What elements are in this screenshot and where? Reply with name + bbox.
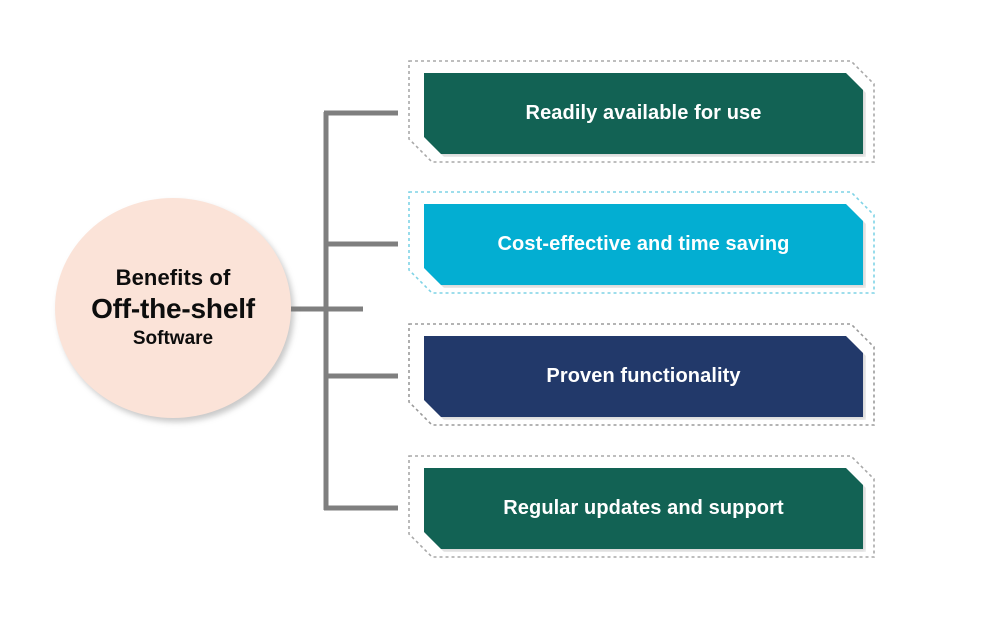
branch-item-1[interactable]: Readily available for use: [408, 60, 875, 163]
center-node[interactable]: Benefits of Off-the-shelf Software: [55, 198, 291, 418]
center-node-line-3: Software: [132, 328, 214, 350]
branch-shape-2[interactable]: Cost-effective and time saving: [424, 204, 863, 285]
branch-shape-4[interactable]: Regular updates and support: [424, 468, 863, 549]
center-node-line-2: Off-the-shelf: [91, 293, 255, 324]
branch-shape-3[interactable]: Proven functionality: [424, 336, 863, 417]
branch-label-1: Readily available for use: [525, 102, 762, 124]
branch-label-2: Cost-effective and time saving: [497, 233, 790, 255]
branch-outline-4: [408, 455, 875, 558]
branch-shape-1[interactable]: Readily available for use: [424, 73, 863, 154]
branch-outline-1: [408, 60, 875, 163]
branch-outline-2: [408, 191, 875, 294]
center-node-line-1: Benefits of: [115, 265, 231, 291]
branch-label-4: Regular updates and support: [503, 497, 784, 519]
branch-item-4[interactable]: Regular updates and support: [408, 455, 875, 558]
branch-outline-3: [408, 323, 875, 426]
branch-item-3[interactable]: Proven functionality: [408, 323, 875, 426]
branch-item-2[interactable]: Cost-effective and time saving: [408, 191, 875, 294]
branch-label-3: Proven functionality: [546, 365, 741, 387]
